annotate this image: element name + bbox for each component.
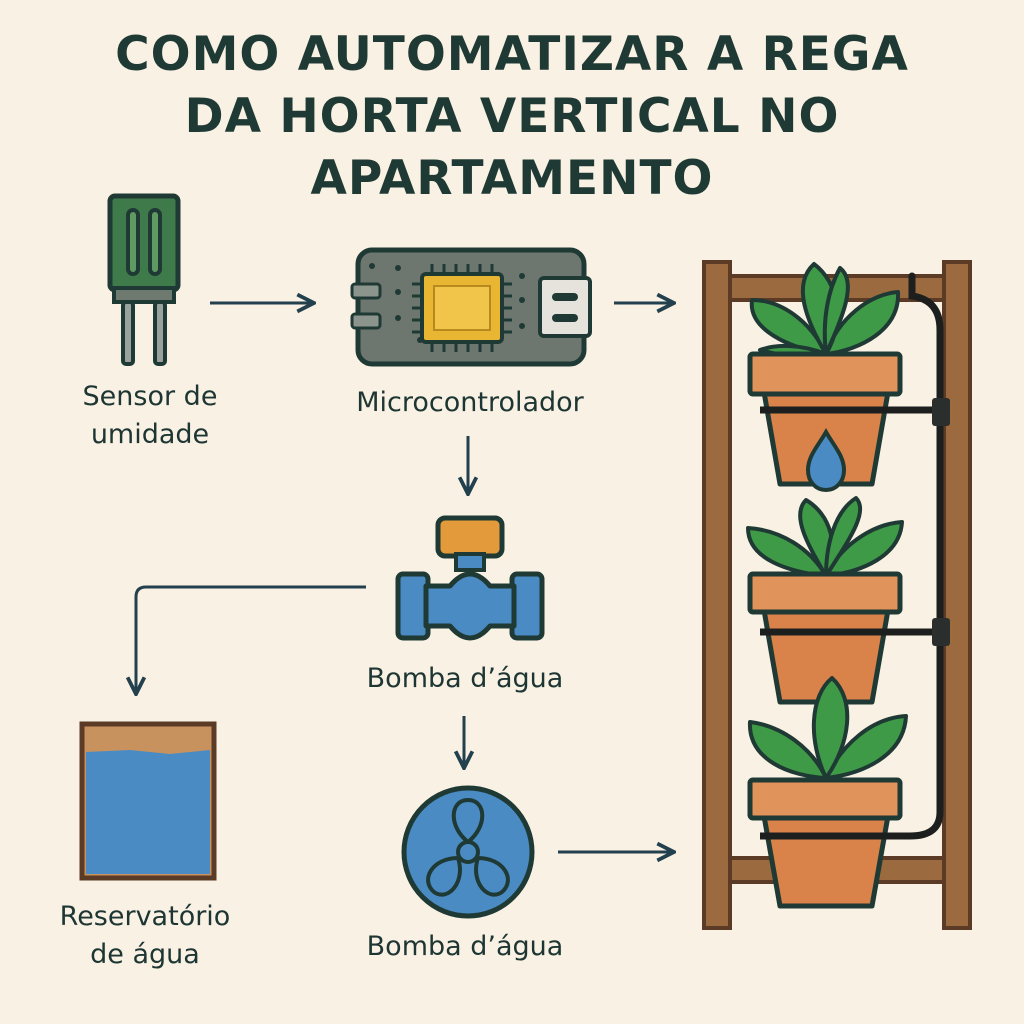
title-line-1: COMO AUTOMATIZAR A REGA: [115, 27, 909, 82]
water-reservoir-icon: [79, 721, 217, 881]
pot-middle-rim: [747, 571, 903, 615]
pot-bottom: [761, 813, 891, 909]
reservoir-label: Reservatório de água: [20, 898, 270, 974]
pump-fan-icon: [401, 785, 535, 919]
plant-top: [749, 262, 901, 359]
microcontroller-board-icon: [350, 247, 592, 367]
vertical-garden-icon: [702, 260, 972, 930]
sensor-label: Sensor de umidade: [50, 378, 250, 454]
moisture-sensor-icon: [107, 193, 181, 366]
page-title: COMO AUTOMATIZAR A REGA DA HORTA VERTICA…: [0, 24, 1024, 210]
pot-top-rim: [747, 351, 903, 397]
sensor-label-line-1: Sensor de: [82, 381, 218, 412]
plant-bottom: [747, 676, 908, 780]
fan-pump-label: Bomba d’água: [366, 931, 564, 962]
pot-bottom-rim: [747, 777, 903, 821]
title-line-2: DA HORTA VERTICAL NO: [184, 89, 840, 144]
irrigation-tube: [906, 272, 944, 840]
title-line-3: APARTAMENTO: [310, 151, 714, 206]
valve-pump-label: Bomba d’água: [366, 663, 564, 694]
sensor-label-line-2: umidade: [90, 419, 210, 450]
reservoir-label-line-1: Reservatório: [59, 901, 231, 932]
reservoir-label-line-2: de água: [90, 939, 200, 970]
water-valve-icon: [395, 515, 545, 641]
microcontroller-label: Microcontrolador: [356, 387, 584, 418]
water-drop-icon: [805, 427, 847, 493]
arrow-valve-to-reservoir: [136, 585, 366, 692]
plant-middle: [746, 496, 904, 578]
